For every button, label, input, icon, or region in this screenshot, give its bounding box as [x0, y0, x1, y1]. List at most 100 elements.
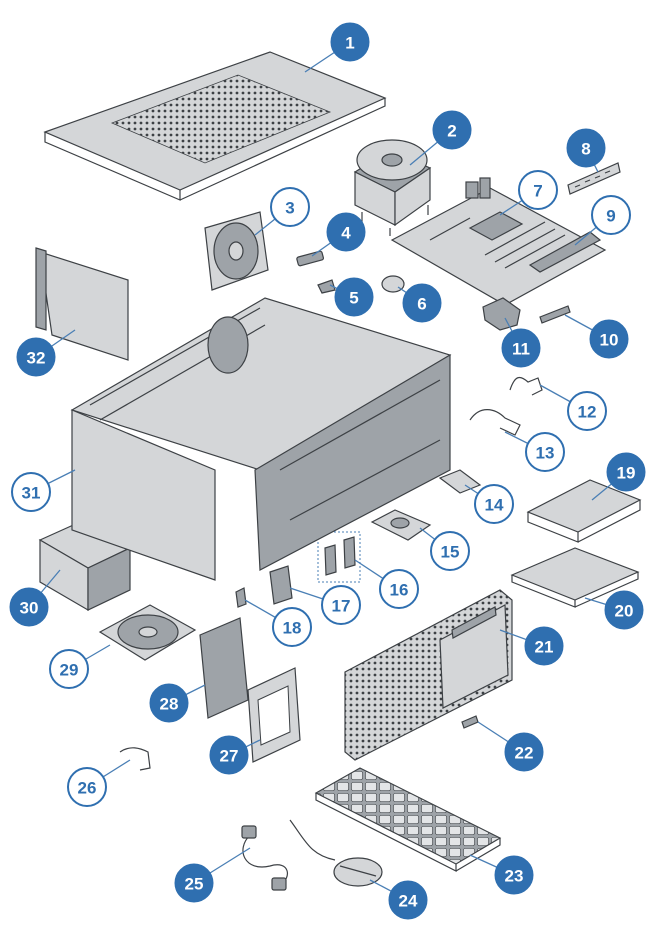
callout-4: 4: [326, 212, 366, 252]
part-expansion-card: [35, 247, 129, 361]
part-13-cable: [469, 409, 521, 436]
callout-circle-6: [402, 283, 442, 323]
part-17-switch: [269, 565, 293, 605]
callout-circle-7: [518, 170, 558, 210]
callout-circle-23: [494, 855, 534, 895]
callout-31: 31: [11, 472, 51, 512]
callout-29: 29: [49, 649, 89, 689]
callout-label-7: 7: [533, 182, 542, 201]
callout-6: 6: [402, 283, 442, 323]
callout-circle-16: [379, 569, 419, 609]
callout-8: 8: [566, 128, 606, 168]
part-front-bezel: [344, 589, 513, 761]
callout-label-19: 19: [617, 464, 636, 483]
callout-14: 14: [474, 484, 514, 524]
callout-label-26: 26: [78, 779, 97, 798]
callout-label-12: 12: [578, 403, 597, 422]
callout-label-4: 4: [341, 224, 351, 243]
callout-label-29: 29: [60, 661, 79, 680]
callout-label-22: 22: [515, 744, 534, 763]
callout-18: 18: [272, 607, 312, 647]
callout-circle-12: [567, 391, 607, 431]
part-top-cover: [43, 51, 387, 201]
callout-label-15: 15: [441, 543, 460, 562]
part-5-latch: [317, 279, 336, 294]
callout-label-14: 14: [485, 496, 504, 515]
callout-circle-20: [604, 590, 644, 630]
callout-label-10: 10: [600, 331, 619, 350]
callout-circle-24: [388, 880, 428, 920]
part-mouse: [289, 819, 383, 887]
callout-label-21: 21: [535, 638, 554, 657]
callout-label-27: 27: [220, 747, 239, 766]
part-rear-fan: [98, 604, 197, 661]
callout-circle-11: [501, 328, 541, 368]
callout-17: 17: [321, 585, 361, 625]
callout-20: 20: [604, 590, 644, 630]
callout-label-11: 11: [512, 340, 530, 359]
callout-2: 2: [432, 110, 472, 150]
callout-label-1: 1: [345, 34, 354, 53]
callout-30: 30: [9, 587, 49, 627]
part-internal-speaker: [370, 509, 432, 541]
callout-circle-1: [330, 22, 370, 62]
callout-circle-19: [606, 452, 646, 492]
callout-circle-32: [16, 337, 56, 377]
callout-12: 12: [567, 391, 607, 431]
callout-label-32: 32: [27, 349, 46, 368]
part-power-supply: [38, 521, 132, 612]
callout-24: 24: [388, 880, 428, 920]
callout-label-5: 5: [349, 289, 358, 308]
callout-label-13: 13: [536, 444, 555, 463]
callout-circle-18: [272, 607, 312, 647]
part-chassis: [70, 297, 452, 581]
part-hdd-bracket: [247, 667, 301, 763]
callout-label-24: 24: [399, 892, 418, 911]
part-power-cord: [241, 825, 288, 891]
callout-label-31: 31: [22, 484, 41, 503]
callout-label-30: 30: [20, 599, 39, 618]
callout-16: 16: [379, 569, 419, 609]
callout-circle-21: [524, 626, 564, 666]
callout-21: 21: [524, 626, 564, 666]
callout-19: 19: [606, 452, 646, 492]
callout-circle-31: [11, 472, 51, 512]
callout-28: 28: [149, 683, 189, 723]
callout-circle-2: [432, 110, 472, 150]
callout-9: 9: [591, 195, 631, 235]
callout-22: 22: [504, 732, 544, 772]
callout-label-20: 20: [615, 602, 634, 621]
callout-label-23: 23: [505, 867, 524, 886]
callout-circle-27: [209, 735, 249, 775]
callout-circle-4: [326, 212, 366, 252]
callout-7: 7: [518, 170, 558, 210]
part-cpu-cooler: [353, 139, 432, 236]
callout-15: 15: [430, 531, 470, 571]
callout-1: 1: [330, 22, 370, 62]
callout-13: 13: [525, 432, 565, 472]
callout-circle-14: [474, 484, 514, 524]
callout-27: 27: [209, 735, 249, 775]
callout-circle-17: [321, 585, 361, 625]
part-4-bracket: [296, 250, 325, 267]
callout-circle-8: [566, 128, 606, 168]
part-keyboard: [314, 767, 502, 872]
callout-circle-28: [149, 683, 189, 723]
callout-25: 25: [174, 863, 214, 903]
part-18-clip: [235, 587, 247, 608]
part-10-m2-card: [539, 305, 571, 324]
callout-circle-29: [49, 649, 89, 689]
callout-3: 3: [270, 187, 310, 227]
callout-10: 10: [589, 319, 629, 359]
callout-circle-22: [504, 732, 544, 772]
part-motherboard: [390, 177, 607, 306]
part-drive-bracket: [526, 479, 642, 543]
part-memory-module: [567, 162, 621, 195]
part-16-assembly: [317, 531, 361, 583]
callout-26: 26: [67, 767, 107, 807]
callout-circle-3: [270, 187, 310, 227]
part-22-cable: [461, 715, 479, 729]
callout-label-6: 6: [417, 295, 426, 314]
callout-label-16: 16: [390, 581, 409, 600]
